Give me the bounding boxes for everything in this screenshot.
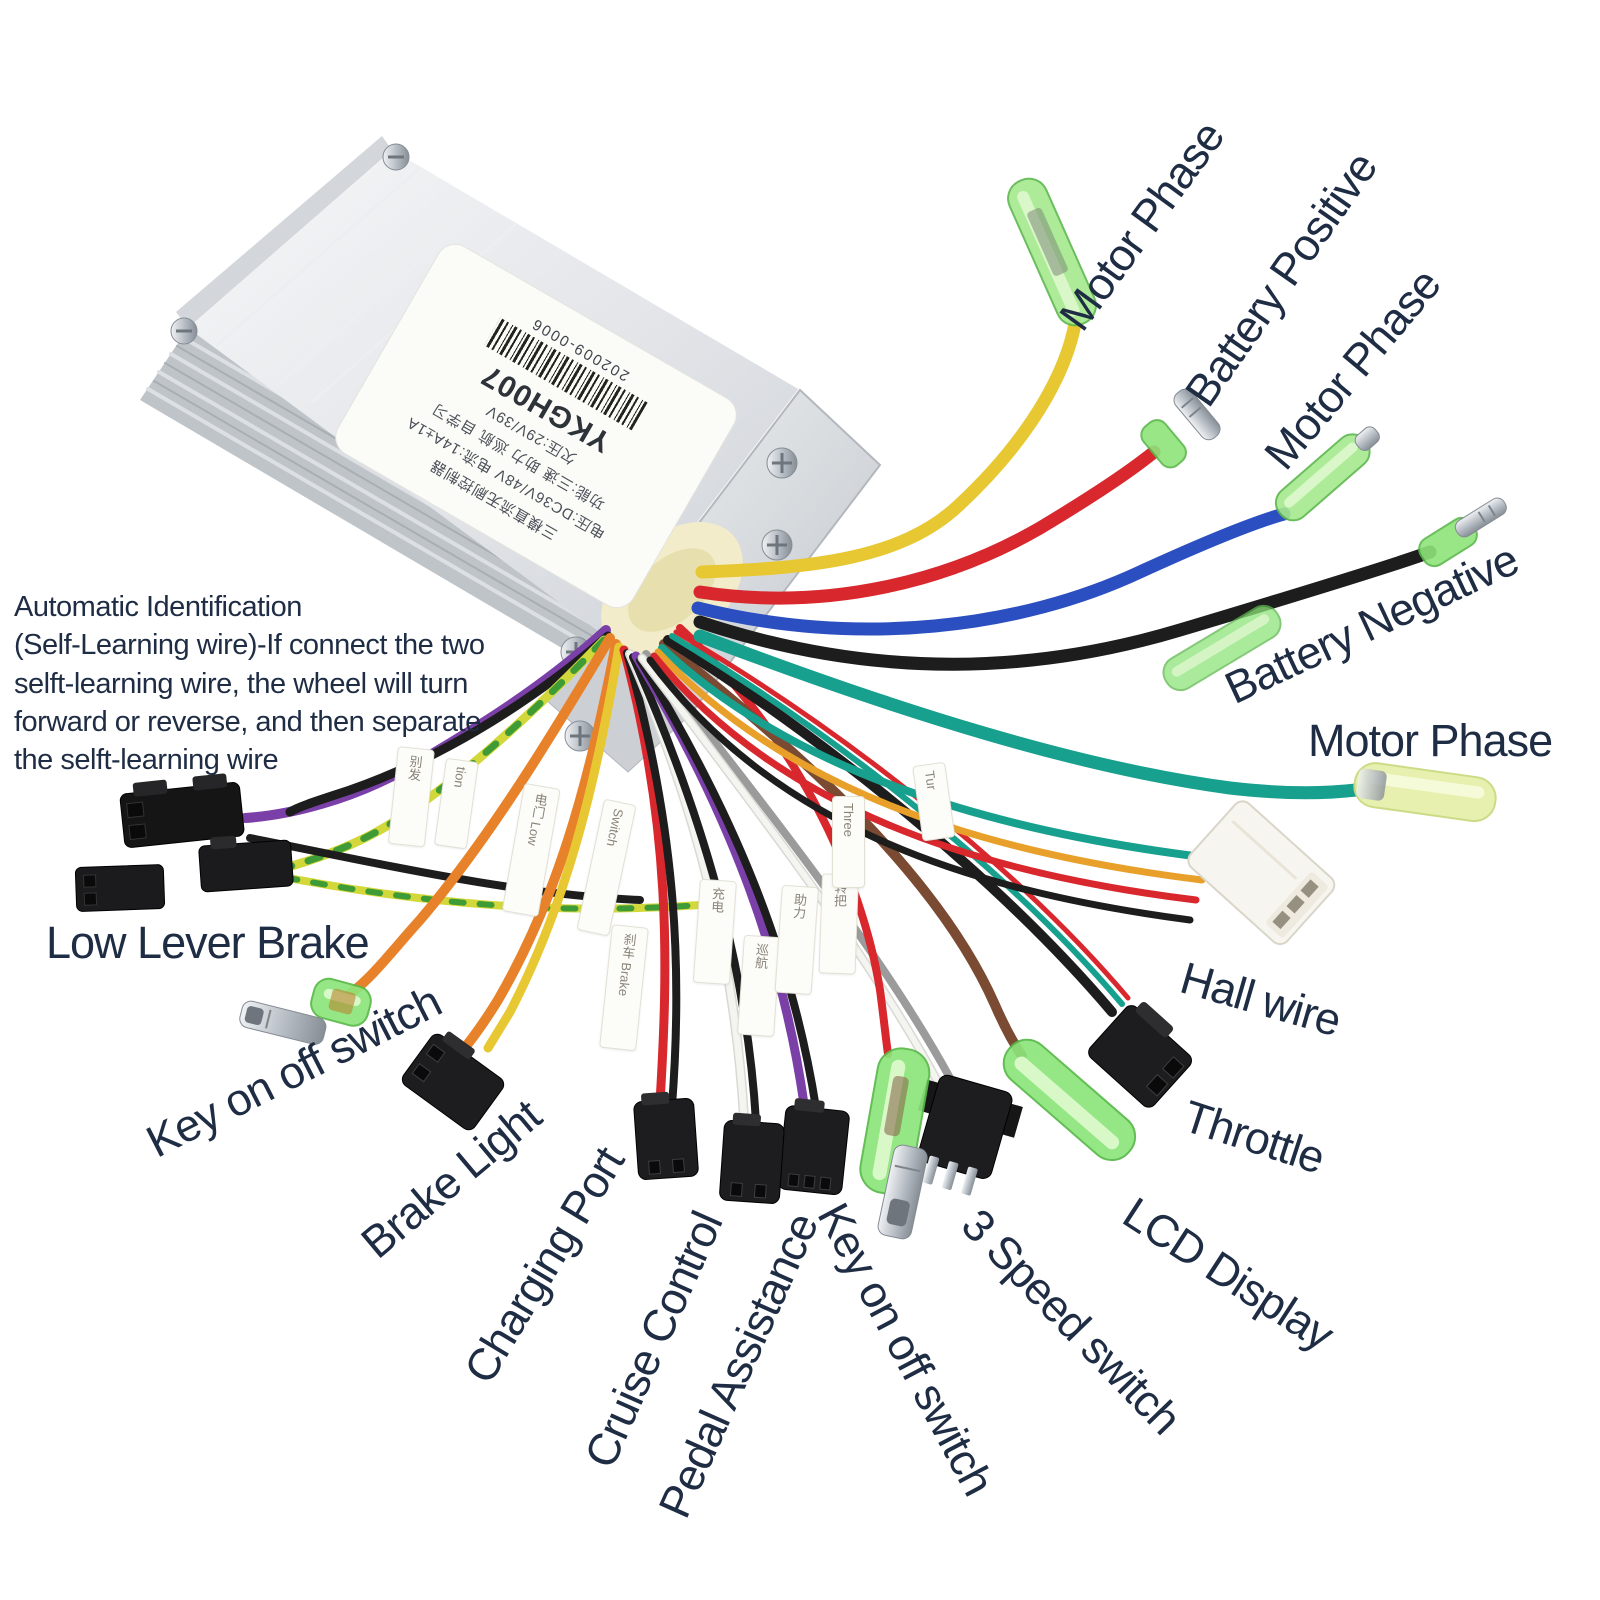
wire-tag: Three [832,796,865,888]
black-sm2-brake-light-connector-icon [401,1031,505,1131]
black-sm3-three-speed-connector-icon [917,1074,1023,1196]
silver-bullet-battery-positive-icon [1173,388,1221,441]
key-left-silver-bullet-icon [239,1000,327,1045]
box-back-edge [176,136,392,328]
box-fins-side [140,328,652,674]
wire-hall-orange [654,648,1206,884]
wire-pedal-black [636,656,820,1112]
green-bullet-motor-phase-yellow-icon [1007,177,1097,327]
battery-positive-crimp-icon [1140,419,1187,469]
wire-battery-positive-red [693,445,1161,605]
wire-hall-teal [658,644,1214,862]
black-sm2-low-lever-c-icon [74,864,166,912]
screw [170,317,198,345]
label-low-lever-brake: Low Lever Brake [46,917,370,968]
wire-motor-phase-yellow [695,317,1082,579]
screw [564,720,596,752]
label-motor-phase-right: Motor Phase [1308,715,1553,766]
wire-tag: 充电 [692,878,737,986]
wiring-harness [205,317,1437,1126]
wire-charging-black [623,649,681,1110]
black-sm3-pedal-connector-icon [777,1098,850,1196]
wire-brake-light-yellow [483,642,624,1053]
key-right-silver-spade-icon [877,1144,928,1240]
wire-brake-light-orange [453,639,621,1061]
key-left-green-crimp-icon [310,977,372,1027]
black-sm3-throttle-connector-icon [1088,1001,1192,1108]
wire-low-lever-yellow-cross-stripe [255,869,703,912]
wire-tag: 转把 [818,873,859,975]
screw [382,143,410,171]
black-sm2-low-lever-a-icon [119,773,245,848]
note-self-learning: Automatic Identification (Self-Learning … [14,591,485,777]
green-sleeve-lcd-connector-icon [1002,1038,1137,1162]
wire-key-left-orange [347,633,615,997]
wire-battery-negative-black [693,545,1437,671]
green-bullet-motor-phase-blue-icon [1274,426,1380,522]
black-sm2-charging-connector-icon [633,1091,699,1180]
connectors [74,177,1507,1240]
white-jst-hall-connector-icon [1187,800,1336,946]
wire-hall-black [646,656,1194,924]
wire-hall-red [650,652,1200,904]
battery-negative-mid-sleeve-icon [1162,604,1282,692]
wire-three-speed-white [639,655,943,1089]
screw [766,447,798,479]
silver-bullet-battery-negative-icon [1454,497,1507,538]
wire-tag: 助力 [774,884,819,996]
black-sm2-low-lever-b-icon [198,835,294,893]
wire-key-right-red [676,624,892,1058]
screw [761,529,793,561]
wire-motor-phase-blue [691,507,1291,636]
black-sm2-cruise-connector-icon [719,1112,785,1204]
yellow-green-bullet-motor-phase-icon [1353,762,1497,823]
wire-motor-phase-teal [693,629,1363,800]
